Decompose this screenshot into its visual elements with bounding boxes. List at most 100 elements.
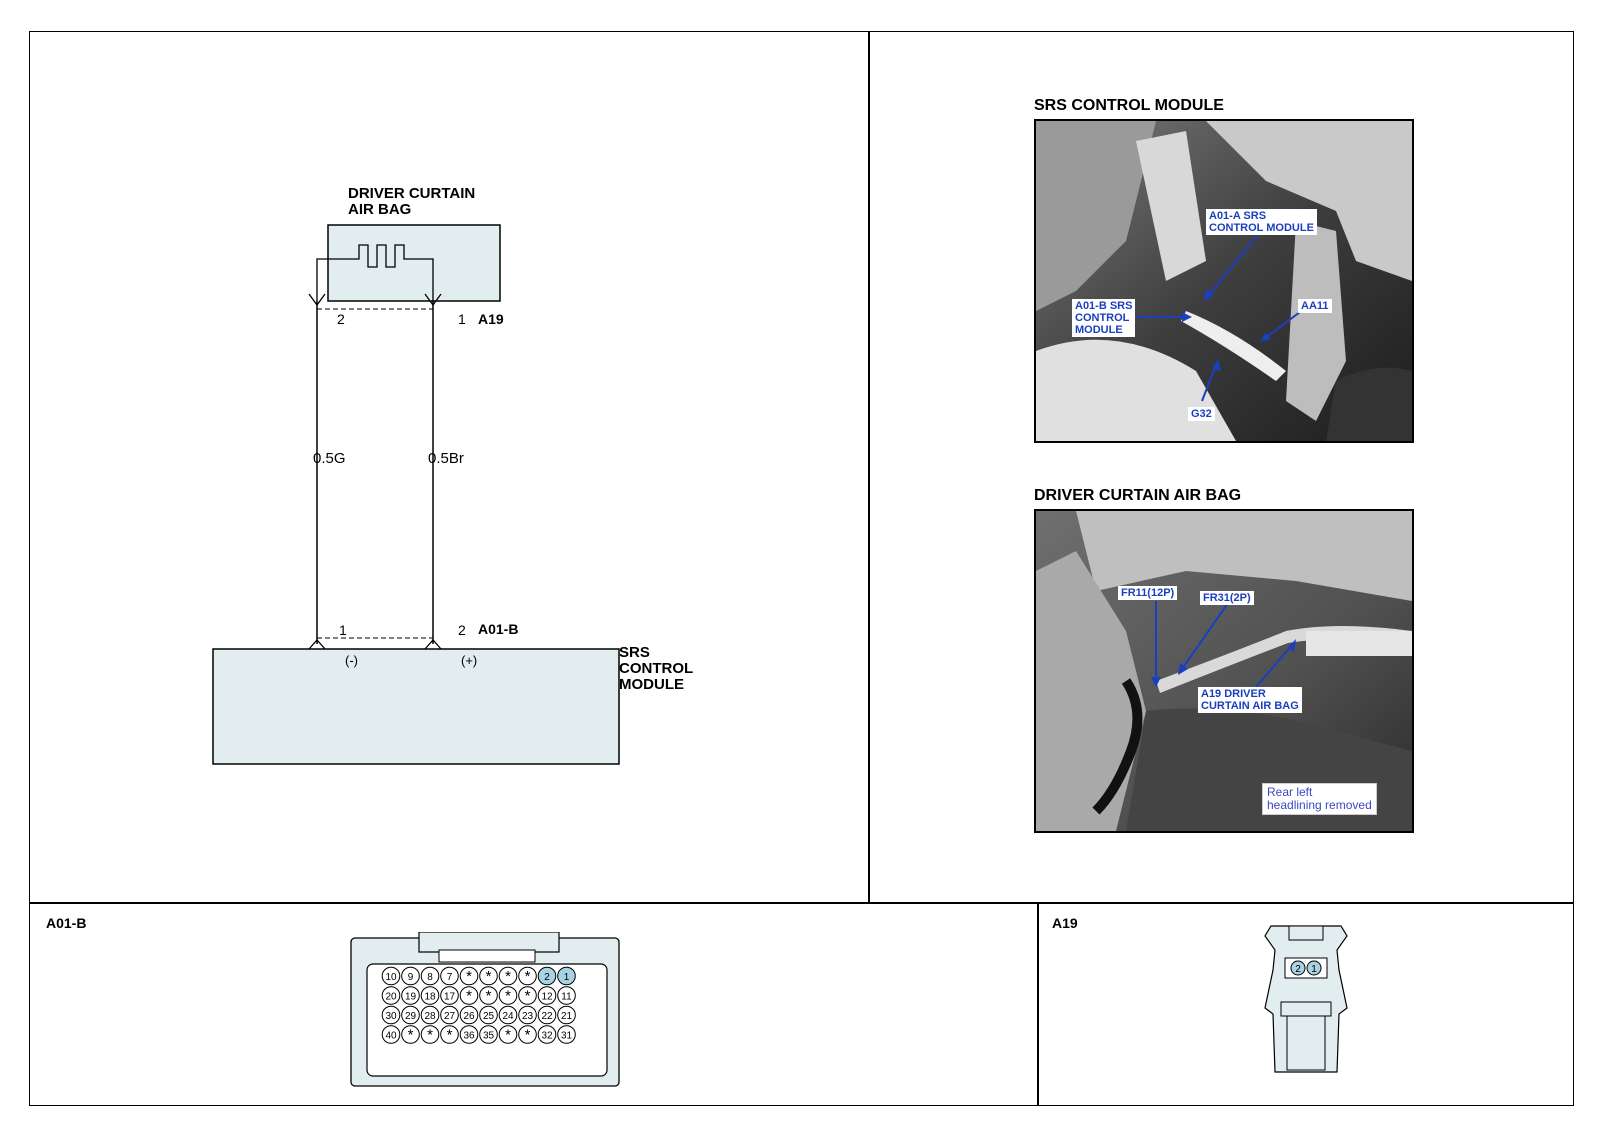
divider-vertical-bottom [1037, 902, 1039, 1106]
divider-horizontal [29, 902, 1574, 904]
a01b-latch-slot [438, 949, 536, 963]
a01b-pin-circle [479, 1025, 498, 1044]
a19-face-pin-1-label: 1 [1311, 964, 1317, 975]
a01b-pin-label: * [447, 1027, 453, 1044]
a01b-pin-label: 30 [385, 1011, 397, 1022]
callout-fr11: FR11(12P) [1118, 586, 1178, 600]
a01b-latch [418, 932, 560, 953]
a01b-pin-circle [537, 986, 557, 1005]
a01b-pin-circle [537, 966, 557, 986]
callout-a19: A19 DRIVER CURTAIN AIR BAG [1198, 687, 1302, 713]
a01b-pin-circle [479, 986, 498, 1005]
a01b-pin-label: * [466, 968, 472, 985]
a19-pin-1: 1 [458, 311, 466, 327]
callout-a01b: A01-B SRS CONTROL MODULE [1072, 299, 1136, 337]
airbag-box [327, 224, 501, 302]
a01b-pin-circle [420, 1005, 440, 1025]
a01b-pin-circle [381, 1025, 401, 1044]
photo1-image [1036, 121, 1412, 441]
a01b-pin-circle [440, 986, 459, 1005]
a01b-pin-label: * [486, 988, 492, 1005]
a01b-pin-label: 10 [385, 972, 397, 983]
a01b-pin-label: 8 [427, 972, 433, 983]
airbag-label: DRIVER CURTAIN AIR BAG [348, 185, 476, 218]
a01b-pin-circle [381, 966, 401, 986]
a01b-pin-circle [518, 986, 537, 1005]
module-pin2-arrow [424, 639, 442, 650]
a01b-pin-label: * [466, 988, 472, 1005]
a01b-pin-label: 17 [444, 992, 456, 1003]
polarity-minus: (-) [345, 653, 358, 668]
divider-vertical-top [868, 31, 870, 903]
a01b-pin-label: 40 [385, 1031, 397, 1042]
a01b-pin-circle [498, 1005, 518, 1025]
a01b-pin-circle [440, 1005, 459, 1025]
callout-fr31: FR31(2P) [1200, 591, 1254, 605]
a01b-pin-label: 29 [405, 1011, 417, 1022]
a01b-pin-label: 1 [564, 972, 570, 983]
a01b-pin-circle [518, 1005, 537, 1025]
a01b-pin-circle [479, 966, 498, 986]
a19-title: A19 [1052, 915, 1078, 931]
module-pin1-arrow [308, 639, 326, 650]
a01b-pin-label: 9 [408, 972, 414, 983]
a19-pin-2: 2 [337, 311, 345, 327]
a01b-pin-label: * [505, 1027, 511, 1044]
a01b-pin-circle [479, 1005, 498, 1025]
a01b-pin-label: 32 [541, 1031, 553, 1042]
a01b-pin-circle [401, 1005, 420, 1025]
a01b-pin-label: 31 [561, 1031, 573, 1042]
a19-lower-body [1286, 1015, 1326, 1071]
a01b-pin-circle [557, 986, 576, 1005]
callout-a01a: A01-A SRS CONTROL MODULE [1206, 209, 1317, 235]
a01b-pin-circle [401, 1025, 420, 1044]
srs-module-box [212, 648, 620, 765]
a01b-pin-label: * [505, 968, 511, 985]
a01b-pin-label: 18 [424, 992, 436, 1003]
a01b-pin-circle [420, 1025, 440, 1044]
a19-face-pin-2-label: 2 [1295, 964, 1301, 975]
wire-label-0-5br: 0.5Br [428, 450, 464, 467]
a01b-pin-label: * [408, 1027, 414, 1044]
a01b-pin-label: 2 [544, 972, 550, 983]
a01b-pin-label: * [525, 968, 531, 985]
a01b-pin-label: * [525, 988, 531, 1005]
a01b-pin-label: * [505, 988, 511, 1005]
a01b-pin-circle [498, 1025, 518, 1044]
a01b-pin-circle [459, 966, 479, 986]
a01b-pin-circle [557, 1025, 576, 1044]
a01b-pin-label: 11 [561, 992, 572, 1003]
a19-connector-face: 2 1 [1264, 925, 1348, 1073]
a01b-pin-label: 20 [385, 992, 397, 1003]
a01b-title: A01-B [46, 915, 87, 931]
callout-aa11: AA11 [1298, 299, 1332, 313]
a01b-pin-circle [537, 1025, 557, 1044]
a01b-pin-circle [401, 986, 420, 1005]
a19-face-pin-2 [1290, 960, 1306, 976]
a01b-pin-circle [518, 1025, 537, 1044]
a01b-pin-circle [557, 966, 576, 986]
a01b-pin-circle [420, 986, 440, 1005]
a01b-pin-label: 28 [424, 1011, 436, 1022]
a01b-pin-circle [518, 966, 537, 986]
srs-module-label: SRS CONTROL MODULE [619, 644, 694, 693]
a01b-pin-circle [537, 1005, 557, 1025]
a01b-pin-circle [420, 966, 440, 986]
a01b-pin-label: 24 [502, 1011, 514, 1022]
a01b-pin-label: 25 [483, 1011, 495, 1022]
a01b-pin-label: * [427, 1027, 433, 1044]
photo-srs-control-module: A01-A SRS CONTROL MODULE A01-B SRS CONTR… [1034, 119, 1414, 443]
a01b-pin-label: 7 [447, 972, 453, 983]
photo-driver-curtain-airbag: FR11(12P) FR31(2P) A19 DRIVER CURTAIN AI… [1034, 509, 1414, 833]
a19-connector-label: A19 [478, 311, 504, 327]
a01b-pin-label: 26 [463, 1011, 475, 1022]
callout-g32: G32 [1188, 407, 1215, 421]
a01b-pin-2: 2 [458, 622, 466, 638]
a01b-pin-label: 36 [463, 1031, 475, 1042]
photo2-image [1036, 511, 1412, 831]
a01b-pin-label: 22 [541, 1011, 553, 1022]
a01b-pin-circle [557, 1005, 576, 1025]
a01b-pin-label: * [486, 968, 492, 985]
a01b-pin-circle [381, 1005, 401, 1025]
